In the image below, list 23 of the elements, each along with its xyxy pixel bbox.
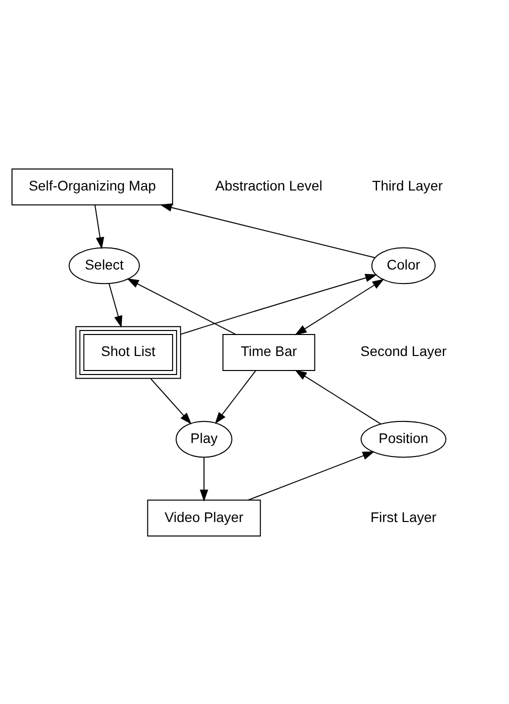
node-box: Time Bar — [222, 334, 316, 370]
label: Third Layer — [372, 177, 443, 194]
node-ellipse: Select — [68, 246, 140, 284]
arrow — [126, 278, 236, 334]
arrow — [94, 204, 104, 249]
arrow — [214, 370, 256, 424]
node-box: Video Player — [147, 499, 261, 536]
arrow — [248, 450, 375, 500]
label: First Layer — [370, 508, 436, 524]
arrow — [294, 369, 382, 424]
arrow — [200, 456, 208, 502]
arrow — [180, 273, 378, 334]
node-ellipse: Color — [371, 246, 436, 284]
arrow — [108, 282, 122, 328]
arrow — [160, 202, 376, 258]
node-ellipse: Position — [360, 420, 446, 458]
label: Abstraction Level — [215, 177, 322, 194]
node-box: Shot List — [75, 326, 182, 378]
arrow — [294, 278, 384, 335]
label: Second Layer — [360, 342, 447, 359]
node-ellipse: Play — [176, 420, 232, 458]
node-box: Self-Organizing Map — [12, 168, 174, 205]
arrow — [150, 377, 192, 424]
